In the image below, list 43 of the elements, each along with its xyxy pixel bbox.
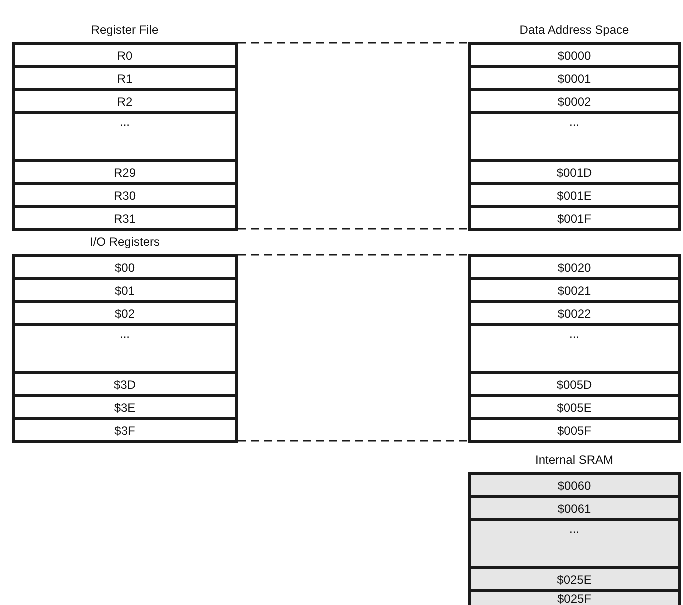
- row-label: $005F: [557, 424, 592, 436]
- row-label: $005D: [556, 378, 592, 390]
- row-label: ...: [569, 326, 580, 340]
- row-label: $01: [114, 284, 136, 296]
- row-label: $001F: [557, 212, 592, 224]
- row-label: R30: [114, 188, 136, 202]
- row-label: R29: [114, 166, 136, 178]
- row-label: $0022: [558, 306, 592, 320]
- dashed-line: [238, 254, 468, 256]
- dashed-line: [238, 440, 468, 442]
- row-label: $0021: [558, 284, 592, 296]
- row-label: $3F: [114, 424, 136, 436]
- block-heading: Register File: [90, 23, 160, 37]
- row-label: $3E: [114, 400, 136, 414]
- row-label: ...: [569, 521, 580, 535]
- row-label: $005E: [557, 400, 592, 414]
- row-label: $0001: [558, 72, 592, 84]
- row-label: ...: [120, 326, 130, 340]
- row-label: $001D: [556, 166, 592, 178]
- row-label: R0: [117, 48, 133, 62]
- row-label: ...: [120, 114, 130, 128]
- row-label: $025F: [557, 592, 592, 605]
- dashed-line: [238, 228, 468, 230]
- row-label: $3D: [114, 378, 136, 390]
- row-label: $0002: [558, 94, 592, 108]
- row-label: $00: [114, 260, 136, 274]
- row-label: R2: [117, 94, 133, 108]
- block-heading: I/O Registers: [88, 235, 162, 249]
- row-label: ...: [569, 114, 580, 128]
- row-label: $001E: [557, 188, 592, 202]
- row-label: $0000: [558, 48, 592, 62]
- row-label: $02: [114, 306, 136, 320]
- memory-block: [468, 254, 681, 443]
- row-label: $0020: [558, 260, 592, 274]
- dashed-line: [238, 42, 468, 44]
- row-label: R31: [114, 212, 136, 224]
- block-heading: Data Address Space: [518, 23, 630, 37]
- row-label: R1: [117, 72, 133, 84]
- row-label: $0060: [558, 478, 592, 492]
- row-label: $025E: [557, 572, 592, 586]
- block-heading: Internal SRAM: [534, 453, 615, 467]
- row-label: $0061: [558, 502, 592, 514]
- register-row: [471, 589, 678, 605]
